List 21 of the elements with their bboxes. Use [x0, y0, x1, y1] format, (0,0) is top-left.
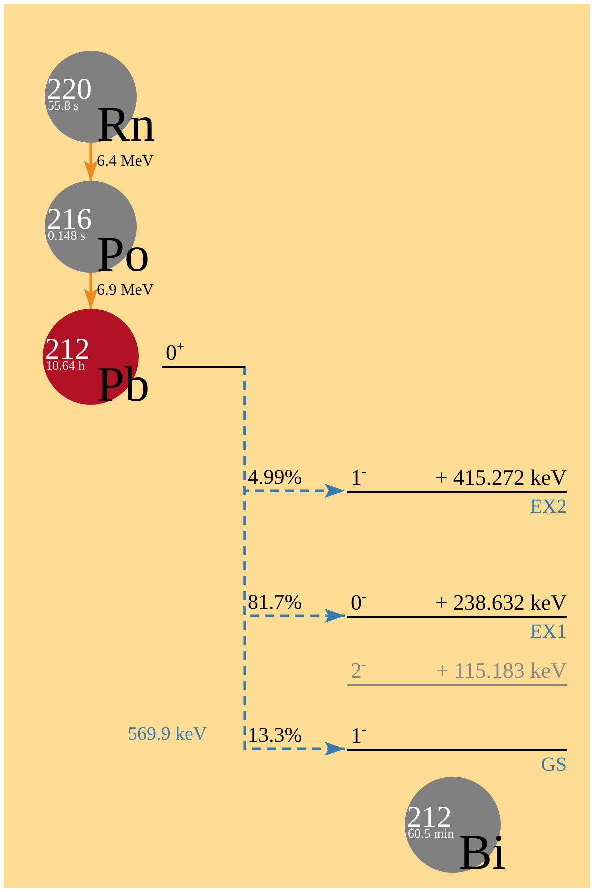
edge-label: 6.4 MeV: [97, 154, 154, 170]
edge-label: 13.3%: [248, 725, 302, 746]
level-energy: + 115.183 keV: [436, 660, 567, 682]
spin-parity: 0$^{+}$: [166, 342, 184, 364]
edge-label: 4.99%: [248, 467, 302, 488]
level-name: EX2: [530, 497, 567, 517]
spin-parity: 1$^{-}$: [351, 725, 366, 747]
decay-arrow: [84, 143, 98, 181]
element-symbol: Rn: [97, 99, 156, 149]
level-name: GS: [541, 755, 567, 775]
edge-label: 81.7%: [248, 592, 302, 613]
level-energy: + 415.272 keV: [435, 467, 567, 489]
spin-parity: 1$^{-}$: [351, 467, 366, 489]
spin-parity: 2$^{-}$: [351, 660, 366, 682]
level-name: EX1: [530, 622, 567, 642]
level-energy: + 238.632 keV: [435, 592, 567, 614]
decay-arrow: [84, 273, 98, 309]
energy-label: 569.9 keV: [128, 725, 208, 744]
edge-label: 6.9 MeV: [97, 283, 154, 299]
spin-parity: 0$^{-}$: [351, 592, 366, 614]
decay-arrow: [244, 366, 345, 756]
